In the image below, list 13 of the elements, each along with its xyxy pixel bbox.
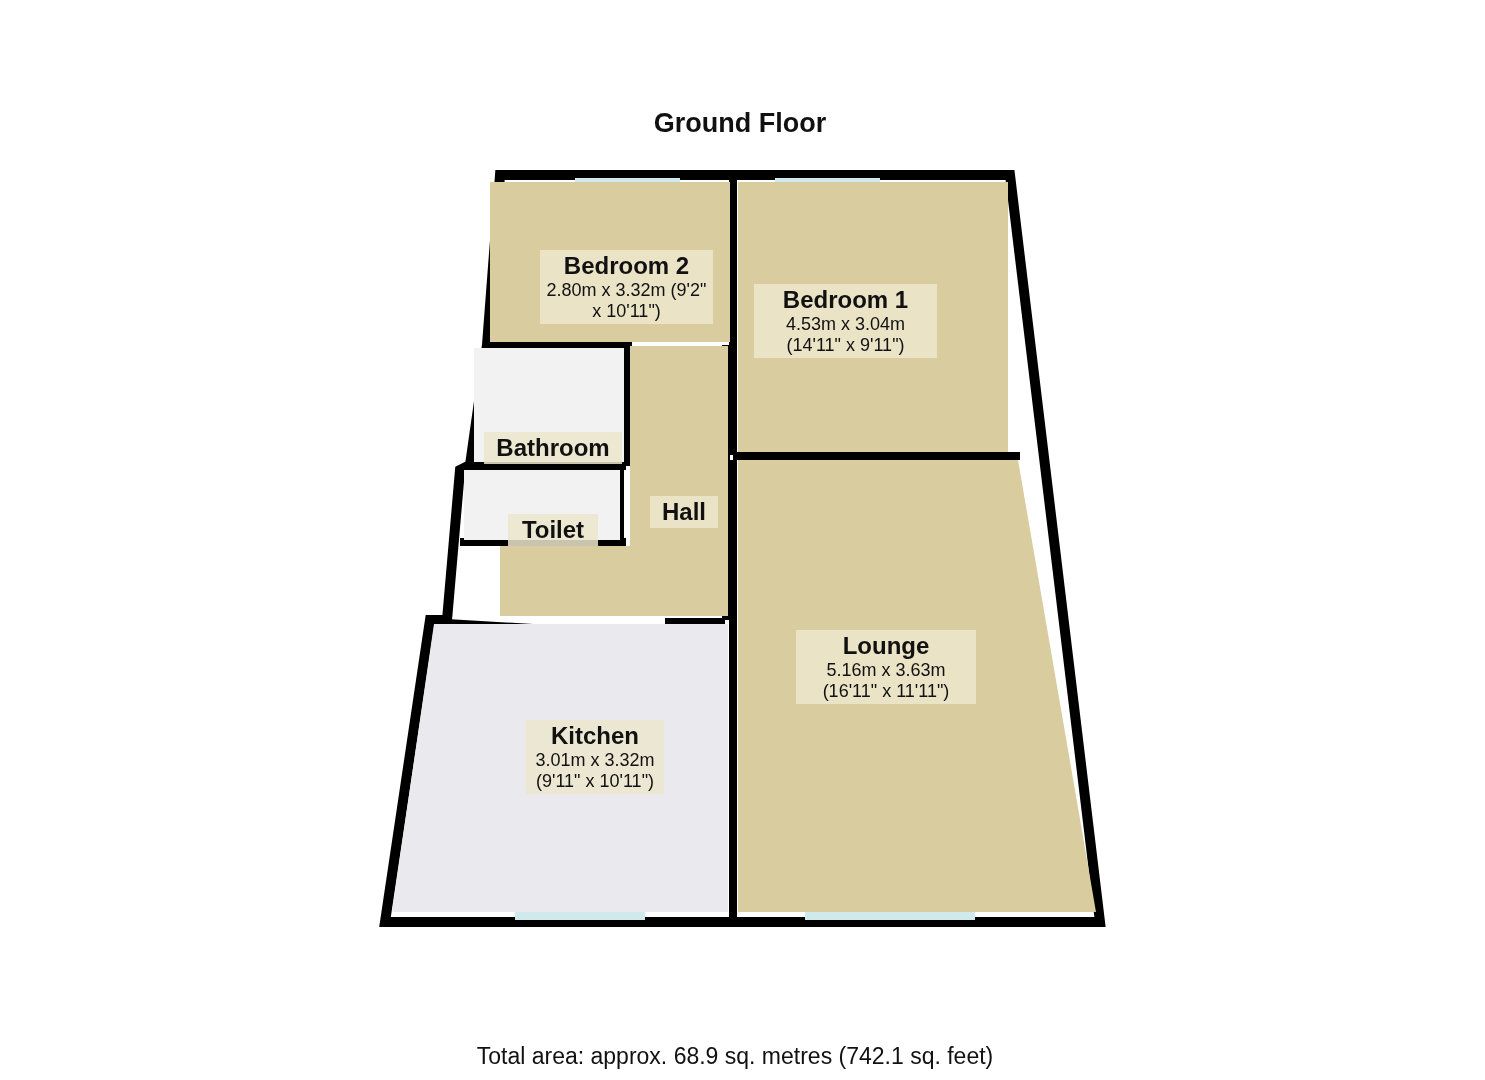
room-name: Bedroom 1 xyxy=(781,286,910,314)
room-name: Bedroom 2 xyxy=(562,252,691,280)
room-dimensions: 3.01m x 3.32m (9'11" x 10'11") xyxy=(534,750,656,792)
room-dimensions: 5.16m x 3.63m (16'11" x 11'11") xyxy=(821,660,951,702)
room-name: Kitchen xyxy=(550,722,640,750)
plan-title: Ground Floor xyxy=(652,108,828,139)
room-dimensions: 2.80m x 3.32m (9'2" x 10'11") xyxy=(545,280,708,322)
room-name: Toilet xyxy=(520,516,586,544)
room-name: Bathroom xyxy=(495,434,611,462)
room-name: Lounge xyxy=(841,632,931,660)
total-area-note: Total area: approx. 68.9 sq. metres (742.1 sq. feet) xyxy=(475,1043,995,1070)
room-name: Hall xyxy=(661,498,707,526)
room-dimensions: 4.53m x 3.04m (14'11" x 9'11") xyxy=(784,314,907,356)
